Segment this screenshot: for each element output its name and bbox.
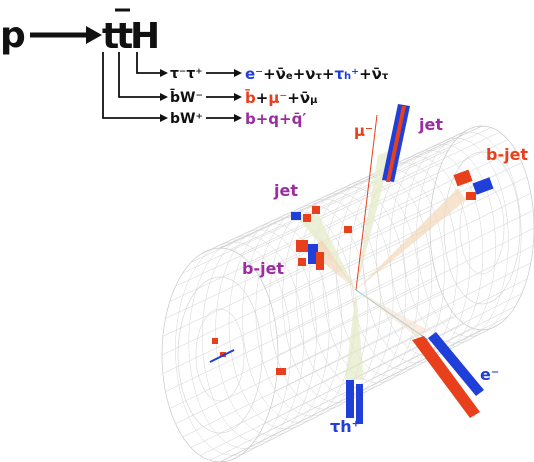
mesh-ring <box>175 241 292 456</box>
branch-bbarW-products: b̄+μ⁻+ν̄μ <box>244 87 318 107</box>
mesh-ring <box>309 180 420 390</box>
tau-label-text: τh⁺ <box>330 417 360 436</box>
ttbarH-label: t t H <box>102 8 160 57</box>
electron-label: e⁻ <box>480 365 499 384</box>
tau-label: τh⁺ <box>330 417 360 436</box>
branch-tautau-products: e⁻+ν̄e+ντ+τh⁺+ν̄τ <box>245 65 389 83</box>
decay-chain: p t t H τ⁻τ⁺ <box>0 8 389 128</box>
branch-lines <box>102 52 163 119</box>
bjet-left-label: b-jet <box>242 259 284 278</box>
branch-tautau: τ⁻τ⁺ e⁻+ν̄e+ντ+τh⁺+ν̄τ <box>170 65 389 83</box>
svg-text:t: t <box>116 16 133 57</box>
branch-bbarW: b̄W⁻ b̄+μ⁻+ν̄μ <box>170 87 318 107</box>
initial-state-p1: p <box>0 15 26 56</box>
jet-top-cone <box>356 150 392 290</box>
muon-track <box>355 114 378 291</box>
energy-deposits <box>209 104 494 424</box>
main-arrow <box>30 26 102 44</box>
bjet-right-label: b-jet <box>486 145 528 164</box>
muon-label: μ⁻ <box>354 122 373 140</box>
mesh-ring <box>402 137 509 344</box>
branch-arrowheads <box>160 69 168 122</box>
branch-bW: bW⁺ b+q+q̄′ <box>170 110 306 128</box>
svg-text:H: H <box>130 16 160 57</box>
branch-bW-products: b+q+q̄′ <box>245 110 306 128</box>
svg-text:t: t <box>102 16 119 57</box>
bjet-right-cone <box>356 188 466 290</box>
jet-cones <box>300 150 466 380</box>
tau-cone <box>345 290 364 380</box>
branch-tautau-parent: τ⁻τ⁺ <box>170 66 203 82</box>
electron-cone <box>356 290 428 338</box>
branch-bW-parent: bW⁺ <box>170 111 203 127</box>
event-labels: μ⁻ jet b-jet jet b-jet e⁻ τh⁺ <box>242 115 528 436</box>
mesh-ring <box>282 192 394 403</box>
jet-top-label: jet <box>418 115 443 134</box>
branch-bbarW-parent: b̄W⁻ <box>170 87 203 106</box>
jet-left-label: jet <box>273 181 298 200</box>
mesh-ring <box>349 162 458 370</box>
